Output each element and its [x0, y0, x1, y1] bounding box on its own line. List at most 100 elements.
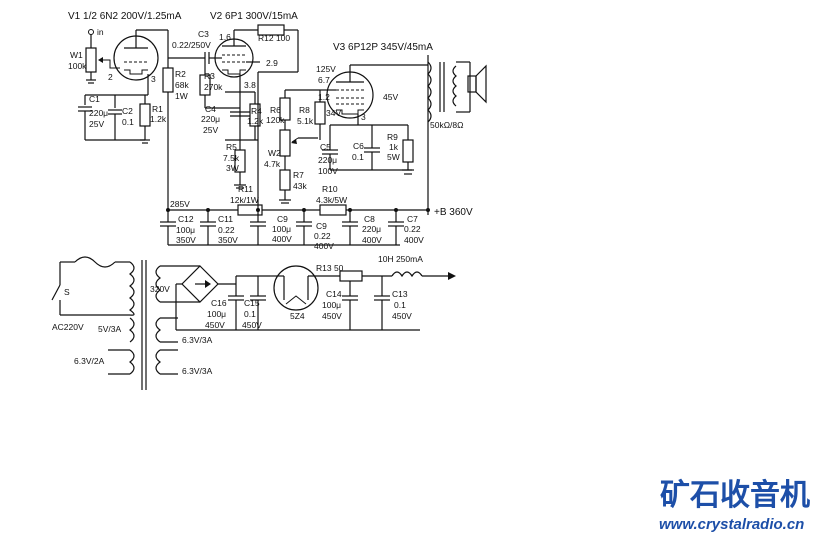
c13-label: C13	[392, 289, 408, 299]
c13-value: 0.1	[394, 300, 406, 310]
w2-label: W2	[268, 148, 281, 158]
w2-potentiometer	[279, 129, 291, 157]
r9-value: 1k	[389, 142, 399, 152]
r7-resistor	[279, 169, 291, 191]
v2-pin38-label: 3.8	[244, 80, 256, 90]
power-supply: S AC220V 320V C16 100μ 450V C15 0.1	[51, 254, 456, 390]
r5-label: R5	[226, 142, 237, 152]
r8-value: 5.1k	[297, 116, 314, 126]
v34-label: 34V	[326, 108, 341, 118]
input-label: in	[97, 27, 104, 37]
v45-label: 45V	[383, 92, 398, 102]
choke-label: 10H 250mA	[378, 254, 423, 264]
power-switch	[51, 284, 61, 301]
c16-label: C16	[211, 298, 227, 308]
brand-logo-text: 矿石收音机	[660, 478, 810, 513]
c1-value: 220μ	[89, 108, 108, 118]
c11-voltage: 350V	[218, 235, 238, 245]
r4-value: 1.2k	[247, 116, 264, 126]
r7-label: R7	[293, 170, 304, 180]
v12-label: 1.2	[318, 92, 330, 102]
v2-pin29-label: 2.9	[266, 58, 278, 68]
r10-resistor	[319, 204, 347, 216]
c7-value: 0.22	[404, 224, 421, 234]
c9b-value: 0.22	[314, 231, 331, 241]
w2-value: 4.7k	[264, 159, 281, 169]
v2-pin16-label: 1.6	[219, 32, 231, 42]
c14-voltage: 450V	[322, 311, 342, 321]
r9-power: 5W	[387, 152, 400, 162]
c15-voltage: 450V	[242, 320, 262, 330]
r5-power: 3W	[226, 163, 239, 173]
c15-value: 0.1	[244, 309, 256, 319]
c5-label: C5	[320, 142, 331, 152]
r9-resistor	[402, 139, 414, 163]
c7-label: C7	[407, 214, 418, 224]
switch-label: S	[64, 287, 70, 297]
hv-secondary-label: 320V	[150, 284, 170, 294]
ac-input-label: AC220V	[52, 322, 84, 332]
c3-value: 0.22/250V	[172, 40, 211, 50]
feedback-network: R6 120k W2 4.7k R7 43k R8 5.1k 34V C5 22…	[257, 72, 341, 210]
filament-5v-label: 5V/3A	[98, 324, 121, 334]
output-transformer-label: 50kΩ/8Ω	[430, 120, 464, 130]
c1-voltage: 25V	[89, 119, 104, 129]
r1-resistor	[139, 103, 151, 127]
r1-value: 1.2k	[150, 114, 167, 124]
c6-value: 0.1	[352, 152, 364, 162]
v125-label: 125V	[316, 64, 336, 74]
r11-label: R11	[238, 184, 253, 194]
r4-label: R4	[251, 106, 262, 116]
v2-title: V2 6P1 300V/15mA	[210, 11, 298, 22]
r2-resistor	[162, 67, 174, 93]
c5-voltage: 100V	[318, 166, 338, 176]
r13-label: R13 50	[316, 263, 344, 273]
r11-value: 12k/1W	[230, 195, 259, 205]
c2-value: 0.1	[122, 117, 134, 127]
heater-winding-b-label: 6.3V/3A	[182, 366, 213, 376]
fuse-symbol	[74, 256, 116, 268]
rectifier-tube-label: 5Z4	[290, 311, 305, 321]
bridge-rectifier	[181, 265, 219, 303]
r1-label: R1	[152, 104, 163, 114]
driver-stage: 1.6 R12 100 2.9 R3 270k 3.8 C4 220μ 25V	[199, 24, 299, 189]
coupling-c3: C3 0.22/250V	[167, 29, 222, 64]
filter-choke	[391, 271, 423, 278]
supply-output-arrow	[448, 272, 456, 280]
c4-label: C4	[205, 104, 216, 114]
c9b-label: C9	[316, 221, 327, 231]
r2-power: 1W	[175, 91, 188, 101]
r2-label: R2	[175, 69, 186, 79]
r12-label: R12 100	[258, 33, 290, 43]
output-transformer	[427, 61, 432, 123]
bplus-rail: 285V R11 12k/1W R10 4.3k/5W +B 360V C12 …	[160, 184, 473, 251]
c8-label: C8	[364, 214, 375, 224]
c11-value: 0.22	[218, 225, 235, 235]
v67-label: 6.7	[318, 75, 330, 85]
r6-label: R6	[270, 105, 281, 115]
c7-voltage: 400V	[404, 235, 424, 245]
brand-watermark: 矿石收音机 www.crystalradio.cn	[659, 478, 810, 533]
c5-value: 220μ	[318, 155, 337, 165]
r8-label: R8	[299, 105, 310, 115]
w1-potentiometer	[85, 47, 97, 73]
c16-value: 100μ	[207, 309, 226, 319]
c6-label: C6	[353, 141, 364, 151]
c15-label: C15	[244, 298, 260, 308]
c12-label: C12	[178, 214, 194, 224]
input-stage: in W1 100k 2 3 C1 220μ 25V C2 0	[68, 27, 168, 144]
c8-voltage: 400V	[362, 235, 382, 245]
bplus-label: +B 360V	[434, 207, 473, 218]
r3-value: 270k	[204, 82, 223, 92]
brand-url: www.crystalradio.cn	[659, 516, 804, 533]
c9a-value: 100μ	[272, 224, 291, 234]
c14-label: C14	[326, 289, 342, 299]
r9-label: R9	[387, 132, 398, 142]
r10-value: 4.3k/5W	[316, 195, 347, 205]
c8-value: 220μ	[362, 224, 381, 234]
speaker-icon	[467, 75, 477, 93]
r7-value: 43k	[293, 181, 307, 191]
r5-value: 7.5k	[223, 153, 240, 163]
c13-voltage: 450V	[392, 311, 412, 321]
c12-voltage: 350V	[176, 235, 196, 245]
